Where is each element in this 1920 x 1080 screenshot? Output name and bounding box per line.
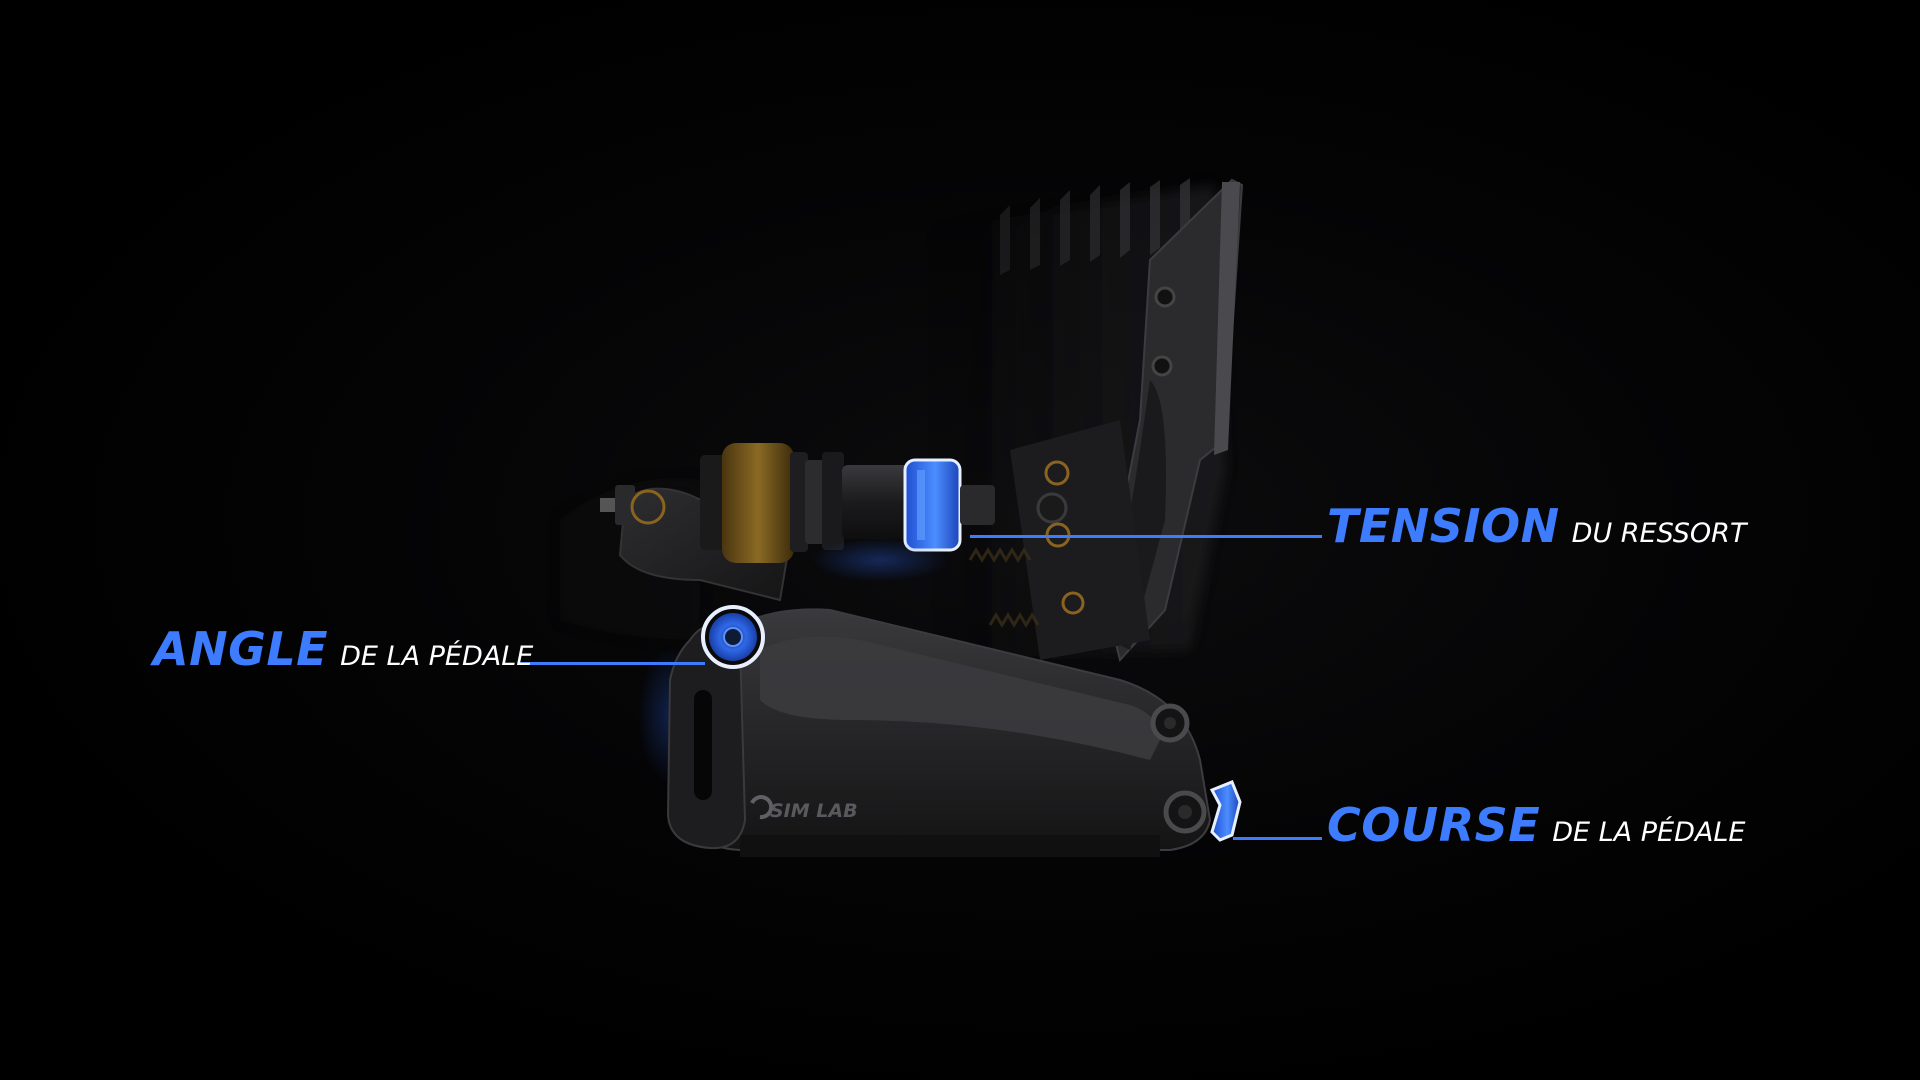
course-leader-line: [1233, 837, 1322, 840]
spring-tension-knob: [903, 458, 962, 552]
sim-lab-logo-text: SIM LAB: [770, 800, 858, 822]
callout-tension-subtitle: DU RESSORT: [1571, 518, 1747, 549]
tension-leader-line: [970, 535, 1322, 538]
callout-angle-title: ANGLE: [153, 622, 329, 676]
sim-lab-logo: SIM LAB: [750, 795, 858, 822]
callout-course-subtitle: DE LA PÉDALE: [1552, 817, 1746, 848]
callout-tension-title: TENSION: [1327, 499, 1560, 553]
rear-mount: [1010, 420, 1150, 660]
pedal-travel-stopper: [1209, 780, 1242, 842]
pedal-plate-ribs: [1000, 178, 1190, 275]
angle-leader-line: [520, 662, 705, 665]
callout-course-title: COURSE: [1327, 798, 1541, 852]
callout-angle-subtitle: DE LA PÉDALE: [340, 641, 534, 672]
pedal-angle-bolt: [701, 605, 765, 669]
